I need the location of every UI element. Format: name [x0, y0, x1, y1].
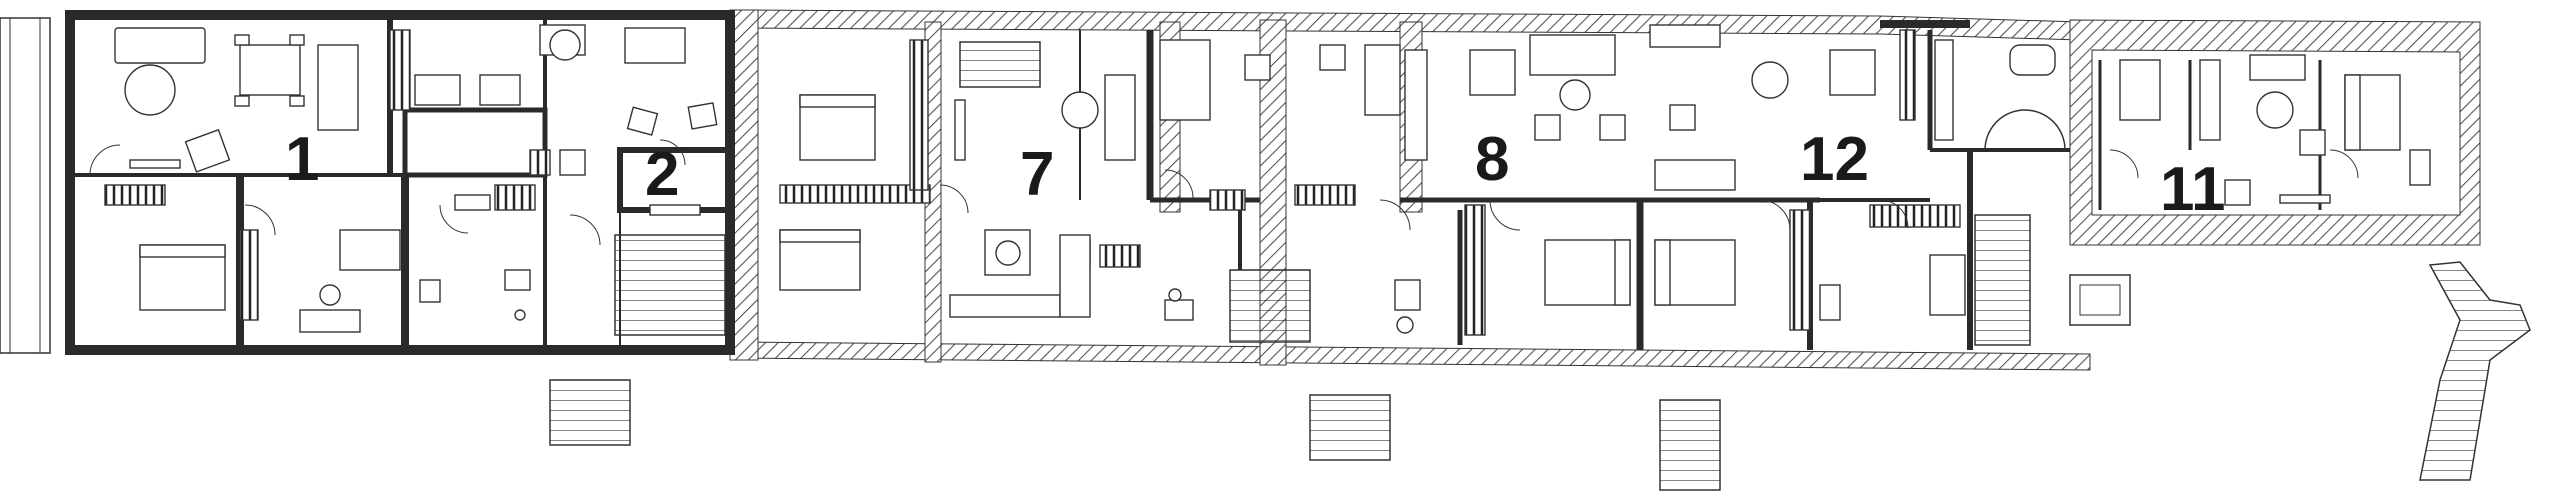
wardrobe [1464, 204, 1486, 336]
unit-label-11: 11 [2160, 155, 2226, 224]
exterior-stair-path [2419, 261, 2531, 481]
sofa [1529, 34, 1616, 76]
armchair [2299, 129, 2326, 156]
sofa [1654, 159, 1736, 191]
kitchen-run [949, 294, 1061, 318]
wc [419, 279, 441, 303]
hatched-wall-east [2069, 19, 2481, 246]
wardrobe [1789, 209, 1811, 331]
armchair [626, 106, 659, 136]
staircases [549, 41, 2531, 491]
bathtub [2009, 44, 2056, 76]
wardrobe [239, 229, 259, 321]
sofa [2249, 54, 2306, 81]
kitchen-island [317, 44, 359, 131]
wardrobe [1294, 184, 1356, 206]
stair-unit-12 [1974, 214, 2031, 346]
dining-table [239, 44, 301, 96]
coffee-table [1061, 91, 1099, 129]
coffee-table [124, 64, 176, 116]
sofa [624, 27, 686, 64]
armchair [2224, 179, 2251, 206]
stair-entrance-west [549, 379, 631, 446]
armchair [687, 102, 718, 130]
armchair [1319, 44, 1346, 71]
dining-table [984, 229, 1031, 276]
sofa [114, 27, 206, 64]
unit-label-7: 7 [1020, 140, 1054, 209]
unit-label-12: 12 [1800, 125, 1869, 194]
spiral-stair [1984, 109, 2066, 151]
unit-label-8: 8 [1475, 125, 1509, 194]
tv-bench [129, 159, 181, 169]
sofa [1104, 74, 1136, 161]
dining-table [1829, 49, 1876, 96]
wardrobe [104, 184, 166, 206]
stair-unit-7 [959, 41, 1041, 88]
door-swings [89, 139, 2359, 246]
unit-labels: 1 2 7 8 12 11 [285, 125, 2226, 224]
stair-entrance-mid [1309, 394, 1391, 461]
desk [299, 309, 361, 333]
desk [1929, 254, 1966, 316]
wardrobe [1869, 204, 1961, 228]
armchair [1244, 54, 1271, 81]
armchair [184, 128, 231, 173]
furniture [104, 24, 2431, 336]
armchair [1669, 104, 1696, 131]
stair-unit-2 [614, 234, 726, 336]
stair-entrance-east [1659, 399, 1721, 491]
sofa [1159, 39, 1211, 121]
armchair [1599, 114, 1626, 141]
unit-label-1: 1 [285, 125, 319, 194]
desk [1364, 44, 1401, 116]
bed [339, 229, 401, 271]
wardrobe [779, 184, 931, 204]
dining-table [1469, 49, 1516, 96]
armchair [1534, 114, 1561, 141]
stair-unit-7b [1229, 269, 1311, 343]
sofa [1649, 24, 1721, 48]
unit-label-2: 2 [645, 140, 679, 209]
